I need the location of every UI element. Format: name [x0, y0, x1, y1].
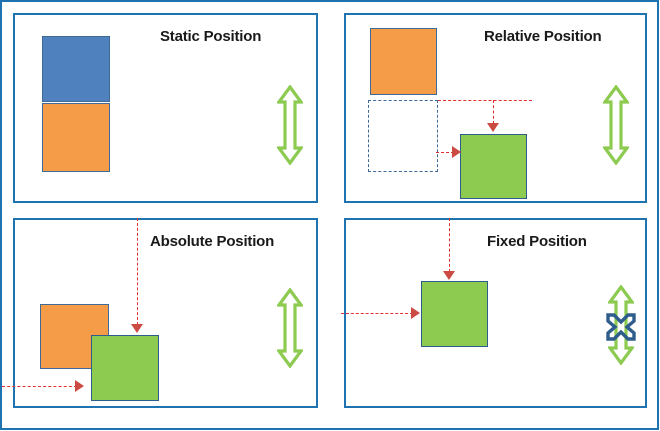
- fixed-scroll-arrow-icon: [608, 285, 634, 365]
- static-scroll-arrow-icon: [277, 85, 303, 165]
- relative-left-connector-horizontal: [436, 152, 454, 153]
- relative-top-connector-vertical: [493, 100, 494, 124]
- relative-top-connector-horizontal: [438, 100, 532, 101]
- panel-relative-position: [344, 13, 647, 203]
- panel-absolute-position: [13, 218, 318, 408]
- relative-scroll-arrow-icon: [603, 85, 629, 165]
- relative-green-block: [460, 134, 527, 199]
- static-blue-block: [42, 36, 110, 102]
- relative-left-connector-arrowhead: [452, 146, 461, 158]
- absolute-left-connector-horizontal: [2, 386, 77, 387]
- absolute-scroll-arrow-icon: [277, 288, 303, 368]
- fixed-left-connector-arrowhead: [411, 307, 420, 319]
- static-orange-block: [42, 103, 110, 172]
- fixed-green-block: [421, 281, 488, 347]
- panel-static-position: [13, 13, 318, 203]
- panel-title-static: Static Position: [160, 28, 262, 45]
- fixed-top-connector-arrowhead: [443, 271, 455, 280]
- relative-ghost-outline-block: [368, 100, 438, 172]
- fixed-top-connector-vertical: [449, 218, 450, 272]
- panel-title-absolute: Absolute Position: [150, 233, 275, 250]
- absolute-top-connector-vertical: [137, 218, 138, 325]
- relative-orange-block: [370, 28, 437, 95]
- relative-top-connector-arrowhead: [487, 123, 499, 132]
- absolute-green-block: [91, 335, 159, 401]
- fixed-lock-x-icon: [604, 313, 638, 341]
- panel-title-fixed: Fixed Position: [487, 233, 587, 250]
- absolute-top-connector-arrowhead: [131, 324, 143, 333]
- fixed-left-connector-horizontal: [341, 313, 413, 314]
- panel-title-relative: Relative Position: [484, 28, 602, 45]
- absolute-left-connector-arrowhead: [75, 380, 84, 392]
